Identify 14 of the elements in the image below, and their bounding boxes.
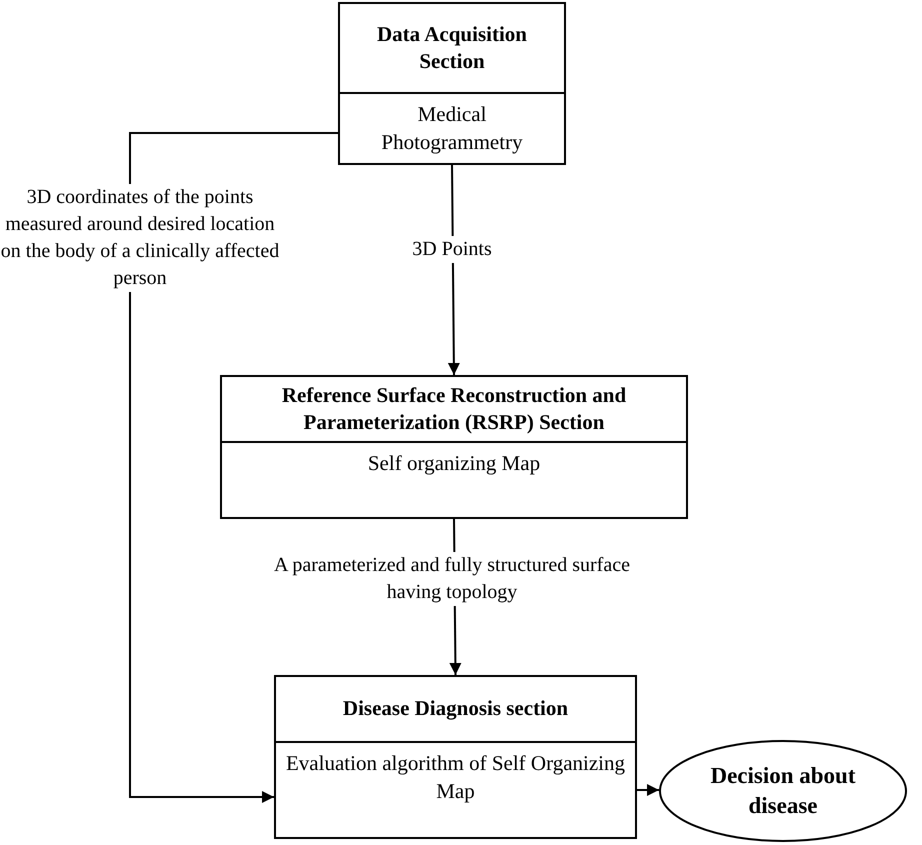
decision-text: Decision about disease — [709, 762, 857, 820]
section-heading: Disease Diagnosis section — [276, 677, 635, 743]
arrow — [448, 165, 460, 375]
arrow — [129, 132, 338, 803]
section-heading: Reference Surface Reconstruction and Parameterization (RSRP) Section — [222, 377, 686, 443]
box-text: Medical Photogrammetry — [380, 101, 524, 156]
process-box — [274, 675, 637, 839]
process-box — [338, 2, 566, 165]
box-text: Evaluation algorithm of Self Organizing Map — [284, 750, 626, 806]
arrow — [637, 784, 659, 796]
section-heading: Data Acquisition Section — [340, 4, 564, 94]
box-text: Self organizing Map — [366, 450, 542, 477]
decision-ellipse — [659, 740, 907, 842]
process-box — [220, 375, 688, 519]
